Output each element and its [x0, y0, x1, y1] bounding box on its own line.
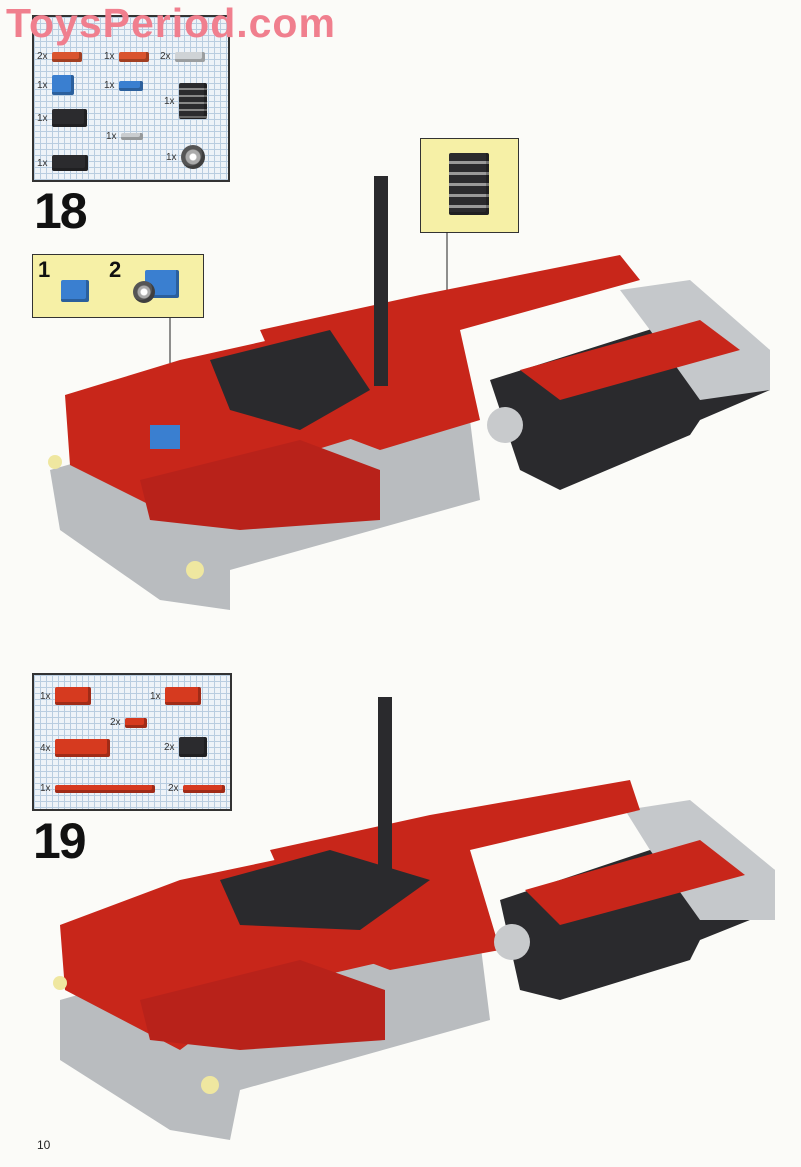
part-brick [54, 739, 110, 757]
part-brick [51, 75, 74, 95]
vertical-axle [378, 697, 392, 897]
part-qty: 1x [37, 157, 48, 169]
body-red-top [260, 255, 640, 450]
part-item: 1x [106, 131, 143, 142]
step-18-model [48, 176, 770, 610]
part-brick [118, 80, 143, 91]
part-brick [174, 51, 205, 62]
part-qty: 1x [37, 79, 48, 91]
part-qty: 1x [40, 783, 51, 794]
part-qty: 2x [110, 717, 121, 728]
part-brick [178, 83, 207, 119]
ladder-part [449, 153, 489, 215]
part-item: 1x [40, 687, 91, 705]
yellow-pin [186, 561, 204, 579]
part-qty: 2x [164, 741, 175, 753]
part-item: 2x [110, 717, 147, 728]
part-qty: 2x [37, 51, 48, 62]
yellow-pin [48, 455, 62, 469]
part-item: 1x [37, 75, 74, 95]
part-brick [51, 155, 88, 171]
wheel-hub [487, 407, 523, 443]
step-number-19: 19 [33, 813, 87, 869]
part-brick [51, 109, 87, 127]
part-item: 2x [168, 783, 225, 794]
part-item: 1x [37, 109, 87, 127]
step-18-ladder-callout [420, 138, 519, 233]
front-red-lower [140, 440, 380, 530]
step-18-parts-list: 2x 1x 2x 1x 1x 1x 1x 1x 1x 1x [32, 15, 230, 182]
page-number: 10 [37, 1138, 51, 1152]
wheel-hub [494, 924, 530, 960]
watermark: ToysPeriod.com [6, 0, 336, 46]
part-brick [182, 784, 225, 793]
gear-part [133, 281, 155, 303]
part-qty: 1x [104, 51, 115, 62]
part-brick [164, 687, 201, 705]
part-brick [54, 784, 155, 793]
blue-brick [150, 425, 180, 449]
step-19-parts-list: 1x 1x 2x 4x 2x 1x 2x [32, 673, 232, 811]
step-number-18: 18 [34, 183, 88, 239]
part-qty: 1x [104, 80, 115, 91]
part-item: 4x [40, 739, 110, 757]
part-qty: 2x [160, 51, 171, 62]
part-item: 2x [164, 737, 207, 757]
part-brick [118, 51, 149, 62]
body-red-rear [525, 840, 745, 925]
part-item: 1x [150, 687, 201, 705]
part-item: 1x [166, 145, 205, 169]
part-brick [178, 737, 207, 757]
part-item: 1x [40, 783, 155, 794]
vertical-axle [374, 176, 388, 386]
part-qty: 4x [40, 742, 51, 754]
part-item: 1x [37, 155, 88, 171]
part-item: 2x [160, 51, 205, 62]
gear-part [180, 145, 205, 169]
part-qty: 1x [166, 151, 177, 163]
part-brick [124, 717, 147, 728]
part-item: 2x [37, 51, 82, 62]
part-brick [51, 51, 82, 62]
part-qty: 1x [164, 95, 175, 107]
step-18-subassembly-callout: 1 2 [32, 254, 204, 318]
engine-black [210, 330, 370, 430]
part-qty: 2x [168, 783, 179, 794]
part-qty: 1x [150, 690, 161, 702]
part-item: 1x [164, 83, 207, 119]
part-qty: 1x [37, 112, 48, 124]
part-brick [54, 687, 91, 705]
front-red-lower [140, 960, 385, 1050]
part-item: 1x [104, 51, 149, 62]
blue-brick-with-axle [61, 280, 89, 302]
body-red-rear [520, 320, 740, 400]
engine-black [220, 850, 430, 930]
part-item: 1x [104, 80, 143, 91]
callout-substep-1: 1 [38, 257, 51, 282]
yellow-pin [53, 976, 67, 990]
callout-substep-2: 2 [109, 257, 122, 282]
yellow-pin [201, 1076, 219, 1094]
part-qty: 1x [40, 690, 51, 702]
part-brick [120, 133, 143, 140]
step-19-model [53, 697, 775, 1140]
part-qty: 1x [106, 131, 117, 142]
